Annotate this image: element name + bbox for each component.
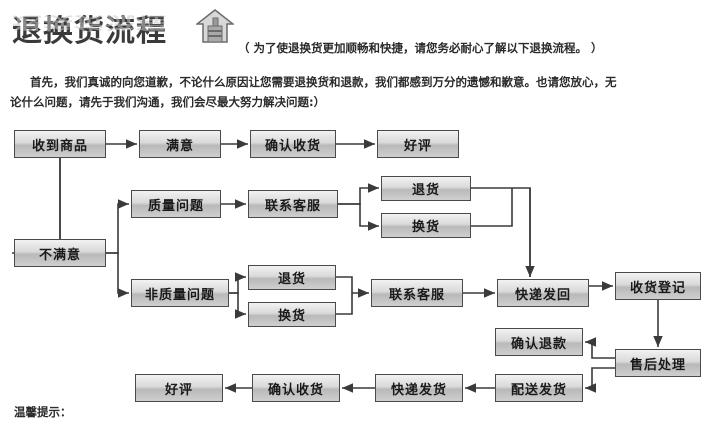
node-zhi-liang-wen-ti[interactable]: 质量问题 bbox=[131, 190, 221, 218]
footer-tip: 温馨提示： bbox=[14, 405, 72, 419]
node-hao-ping-1[interactable]: 好评 bbox=[377, 130, 459, 158]
intro-paragraph: 首先，我们真诚的向您道歉，不论什么原因让您需要退换货和退款，我们都感到万分的遗憾… bbox=[10, 72, 690, 112]
node-pei-song-fa-huo[interactable]: 配送发货 bbox=[495, 374, 583, 402]
node-lian-xi-ke-fu-2[interactable]: 联系客服 bbox=[371, 279, 463, 307]
node-huan-huo-1[interactable]: 换货 bbox=[381, 213, 471, 238]
intro-line-2: 论什么问题，请先于我们沟通，我们会尽最大努力解决问题:） bbox=[10, 95, 326, 109]
node-que-ren-shou-huo-2[interactable]: 确认收货 bbox=[252, 374, 340, 402]
page-title-reflection: 退换货流程 bbox=[12, 12, 167, 32]
house-icon bbox=[194, 8, 236, 48]
node-tui-huo-2[interactable]: 退货 bbox=[248, 265, 336, 290]
node-huan-huo-2[interactable]: 换货 bbox=[248, 302, 336, 327]
node-shou-huo-deng-ji[interactable]: 收货登记 bbox=[615, 272, 701, 300]
node-que-ren-tui-kuan[interactable]: 确认退款 bbox=[495, 328, 583, 356]
node-lian-xi-ke-fu-1[interactable]: 联系客服 bbox=[248, 190, 338, 218]
node-fei-zhi-liang-wen-ti[interactable]: 非质量问题 bbox=[131, 279, 229, 307]
page-title: 退换货流程 bbox=[12, 14, 167, 49]
node-shou-hou-chu-li[interactable]: 售后处理 bbox=[615, 349, 701, 377]
node-man-yi[interactable]: 满意 bbox=[139, 130, 221, 158]
node-tui-huo-1[interactable]: 退货 bbox=[381, 176, 471, 201]
node-kuai-di-fa-hui[interactable]: 快递发回 bbox=[497, 279, 589, 307]
node-kuai-di-fa-huo[interactable]: 快递发货 bbox=[375, 374, 463, 402]
node-shou-dao-shang-pin[interactable]: 收到商品 bbox=[14, 130, 106, 158]
node-hao-ping-2[interactable]: 好评 bbox=[135, 374, 223, 402]
intro-line-1: 首先，我们真诚的向您道歉，不论什么原因让您需要退换货和退款，我们都感到万分的遗憾… bbox=[30, 75, 617, 89]
node-que-ren-shou-huo-1[interactable]: 确认收货 bbox=[250, 130, 336, 158]
node-bu-man-yi[interactable]: 不满意 bbox=[14, 239, 106, 267]
header-subtitle: （ 为了使退换货更加顺畅和快捷，请您务必耐心了解以下退换流程。 ） bbox=[238, 41, 603, 55]
